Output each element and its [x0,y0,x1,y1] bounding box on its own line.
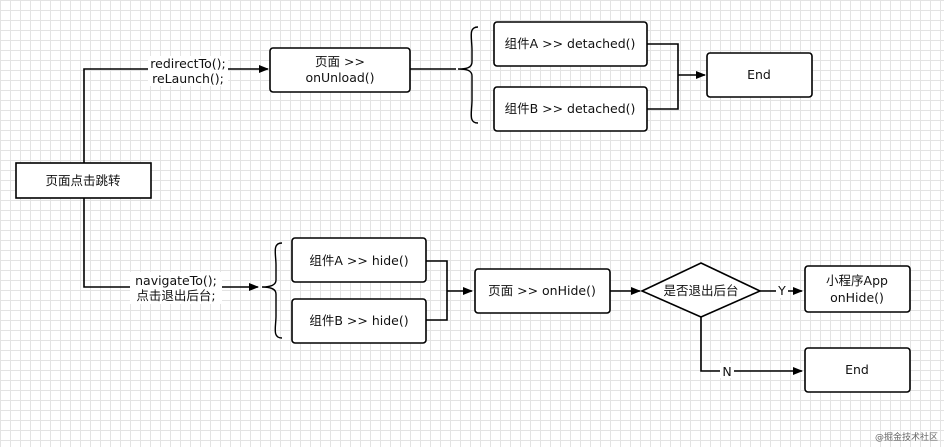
node-component-b-hide[interactable]: 组件B >> hide() [291,298,427,344]
edge-detached-a-merge [647,43,679,110]
node-start[interactable]: 页面点击跳转 [15,162,152,199]
node-start-label: 页面点击跳转 [45,173,120,188]
node-page-unload-line1: 页面 >> [315,54,365,69]
node-decision[interactable]: 是否退出后台 [640,262,762,318]
node-app-hide-line1: 小程序App [826,273,888,288]
edge-label-no-text: N [722,364,731,379]
node-component-a-hide[interactable]: 组件A >> hide() [291,237,427,283]
edge-decision-no [700,317,803,375]
edge-label-navigate-line1: navigateTo(); [135,273,217,288]
edge-label-yes-text: Y [777,283,786,298]
node-end-top-label: End [747,67,771,82]
node-page-unload-line2: onUnload() [305,70,374,85]
edge-label-navigate: navigateTo(); 点击退出后台; [130,272,222,304]
edges [83,43,803,375]
node-component-a-detached-label: 组件A >> detached() [505,36,636,51]
edge-label-yes: Y [776,283,788,298]
edge-label-redirect-line2: reLaunch(); [152,71,224,86]
watermark: @掘金技术社区 [874,433,938,443]
node-component-b-detached[interactable]: 组件B >> detached() [493,86,648,132]
node-component-a-detached[interactable]: 组件A >> detached() [493,21,648,67]
node-page-hide-label: 页面 >> onHide() [488,283,596,298]
node-app-hide-line2: onHide() [830,290,884,305]
node-end-bottom[interactable]: End [804,347,911,393]
node-decision-label: 是否退出后台 [663,283,738,298]
node-component-a-hide-label: 组件A >> hide() [309,253,408,268]
node-component-b-detached-label: 组件B >> detached() [505,101,636,116]
edge-label-redirect: redirectTo(); reLaunch(); [148,56,228,86]
edge-hide-merge [426,260,448,321]
brace-top [457,26,479,124]
node-end-bottom-label: End [845,362,869,377]
edge-label-no: N [720,363,734,379]
node-end-top[interactable]: End [706,52,813,98]
edge-label-navigate-line2: 点击退出后台; [136,288,215,303]
node-component-b-hide-label: 组件B >> hide() [309,313,408,328]
brace-bottom [261,242,283,339]
node-app-hide[interactable]: 小程序App onHide() [804,265,911,313]
edge-label-redirect-line1: redirectTo(); [150,56,225,71]
node-page-unload[interactable]: 页面 >> onUnload() [269,47,411,93]
node-page-hide[interactable]: 页面 >> onHide() [474,268,611,314]
